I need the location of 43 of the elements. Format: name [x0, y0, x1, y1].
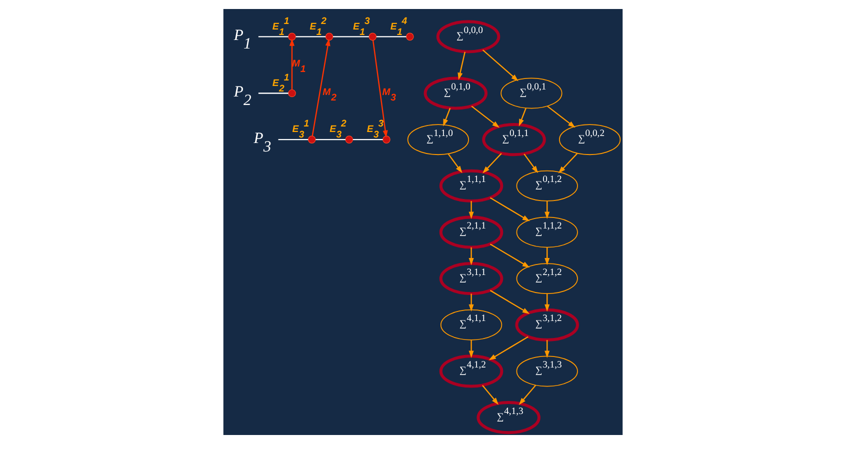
arrow: [489, 243, 530, 268]
connector: [258, 36, 288, 37]
node-circle: [368, 32, 376, 40]
arrow: [544, 200, 550, 218]
node-circle: [288, 32, 296, 40]
arrow: [518, 384, 536, 404]
arrow: [488, 336, 528, 360]
arrow: [482, 49, 518, 81]
arrow: [311, 38, 330, 136]
arrow: [447, 153, 462, 173]
connector: [315, 138, 345, 140]
arrow: [468, 293, 474, 312]
arrow: [489, 289, 530, 314]
arrow: [523, 153, 538, 173]
arrow: [288, 38, 294, 89]
arrow: [546, 105, 575, 128]
arrow: [518, 107, 526, 126]
arrow: [457, 51, 466, 80]
node-circle: [344, 135, 353, 143]
connector: [258, 92, 288, 94]
connector: [352, 138, 382, 140]
connector: [376, 36, 406, 37]
connector: [278, 138, 308, 140]
node-circle: [307, 135, 316, 143]
node-circle: [406, 32, 414, 40]
arrow: [468, 200, 474, 218]
node-circle: [288, 88, 296, 97]
connector: [295, 36, 326, 37]
arrow: [482, 384, 498, 404]
arrow: [442, 107, 450, 126]
arrow: [482, 152, 502, 173]
arrow: [558, 152, 578, 173]
arrow: [544, 340, 550, 358]
arrow: [489, 196, 530, 221]
connector: [332, 36, 368, 37]
arrow: [468, 246, 474, 265]
arrow: [372, 40, 388, 138]
arrow: [544, 293, 550, 312]
arrow: [544, 246, 550, 265]
node-circle: [382, 135, 390, 143]
arrow: [470, 105, 500, 128]
arrow: [468, 340, 474, 358]
node-circle: [324, 32, 333, 40]
